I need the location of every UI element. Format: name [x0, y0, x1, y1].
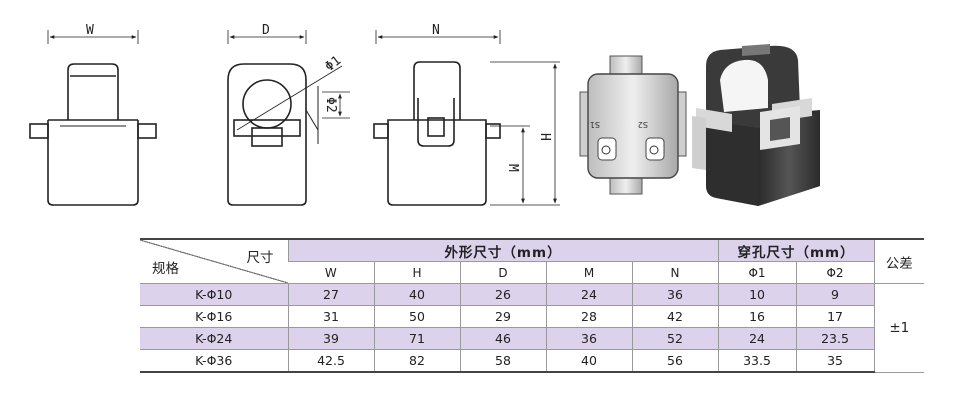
group-header-outer: 外形尺寸（mm） — [287, 238, 719, 262]
dimension-drawings: W D Φ1 Φ2 N H M — [29, 23, 820, 206]
dim-label-phi2: Φ2 — [323, 97, 338, 113]
cell-phi2: 9 — [795, 283, 875, 306]
dim-label-w: W — [86, 23, 94, 38]
sub-header-row: W H D M N Φ1 Φ2 — [140, 261, 924, 284]
col-header-w: W — [288, 261, 374, 284]
col-header-d: D — [459, 261, 546, 284]
table-row: K-Φ10 27 40 26 24 36 10 9 ±1 — [140, 283, 925, 373]
cell-n: 42 — [631, 305, 719, 328]
cell-n: 56 — [631, 349, 719, 373]
cell-h: 50 — [373, 305, 460, 328]
col-header-h: H — [373, 261, 460, 284]
cell-d: 26 — [459, 283, 546, 306]
row-model: K-Φ10 — [140, 283, 288, 306]
terminal-label-s2: S2 — [638, 120, 648, 129]
dim-label-n: N — [432, 23, 440, 38]
cell-w: 27 — [287, 283, 374, 306]
cell-d: 46 — [459, 327, 546, 350]
cell-m: 28 — [545, 305, 632, 328]
back-view-drawing — [373, 30, 560, 206]
cell-phi1: 10 — [717, 283, 797, 306]
cell-phi1: 24 — [717, 327, 797, 350]
cell-phi2: 17 — [795, 305, 875, 328]
cell-w: 39 — [287, 327, 374, 350]
cell-h: 71 — [373, 327, 460, 350]
tolerance-header: 公差 — [873, 238, 925, 284]
front-view-drawing — [29, 30, 157, 206]
cell-w: 42.5 — [287, 349, 374, 373]
cell-w: 31 — [287, 305, 374, 328]
table-row: K-Φ16 31 50 29 28 42 16 17 — [140, 305, 924, 328]
table-corner-cell: 尺寸 规格 — [140, 238, 288, 284]
col-header-phi2: Φ2 — [795, 261, 875, 284]
cell-phi1: 33.5 — [717, 349, 797, 373]
row-model: K-Φ36 — [140, 349, 288, 373]
cell-m: 36 — [545, 327, 632, 350]
cell-phi1: 16 — [717, 305, 797, 328]
cell-m: 24 — [545, 283, 632, 306]
corner-label-size: 尺寸 — [246, 250, 274, 266]
side-view-drawing — [227, 30, 350, 206]
cell-phi2: 35 — [795, 349, 875, 373]
cell-h: 82 — [373, 349, 460, 373]
terminal-label-s1: S1 — [590, 120, 600, 129]
col-header-m: M — [545, 261, 632, 284]
cell-phi2: 23.5 — [795, 327, 875, 350]
corner-label-spec: 规格 — [152, 261, 179, 277]
dim-label-m: M — [505, 164, 520, 172]
product-photo — [692, 44, 820, 206]
spec-table: 尺寸 规格 外形尺寸（mm） 穿孔尺寸（mm） 公差 W H D M N Φ1 … — [140, 238, 925, 373]
row-model: K-Φ16 — [140, 305, 288, 328]
cell-d: 29 — [459, 305, 546, 328]
table-row: K-Φ24 39 71 46 36 52 24 23.5 — [140, 327, 925, 350]
group-header-hole: 穿孔尺寸（mm） — [717, 238, 875, 262]
tolerance-value: ±1 — [873, 283, 925, 373]
dim-label-d: D — [262, 23, 270, 38]
dim-label-h: H — [537, 133, 552, 141]
col-header-phi1: Φ1 — [717, 261, 797, 284]
cell-m: 40 — [545, 349, 632, 373]
cell-d: 58 — [459, 349, 546, 373]
cell-h: 40 — [373, 283, 460, 306]
cell-n: 36 — [631, 283, 719, 306]
table-row: K-Φ36 42.5 82 58 40 56 33.5 35 — [140, 349, 924, 373]
col-header-n: N — [631, 261, 719, 284]
cell-n: 52 — [631, 327, 719, 350]
row-model: K-Φ24 — [140, 327, 288, 350]
dim-label-phi1: Φ1 — [323, 53, 345, 74]
bottom-view-photo — [579, 55, 687, 195]
